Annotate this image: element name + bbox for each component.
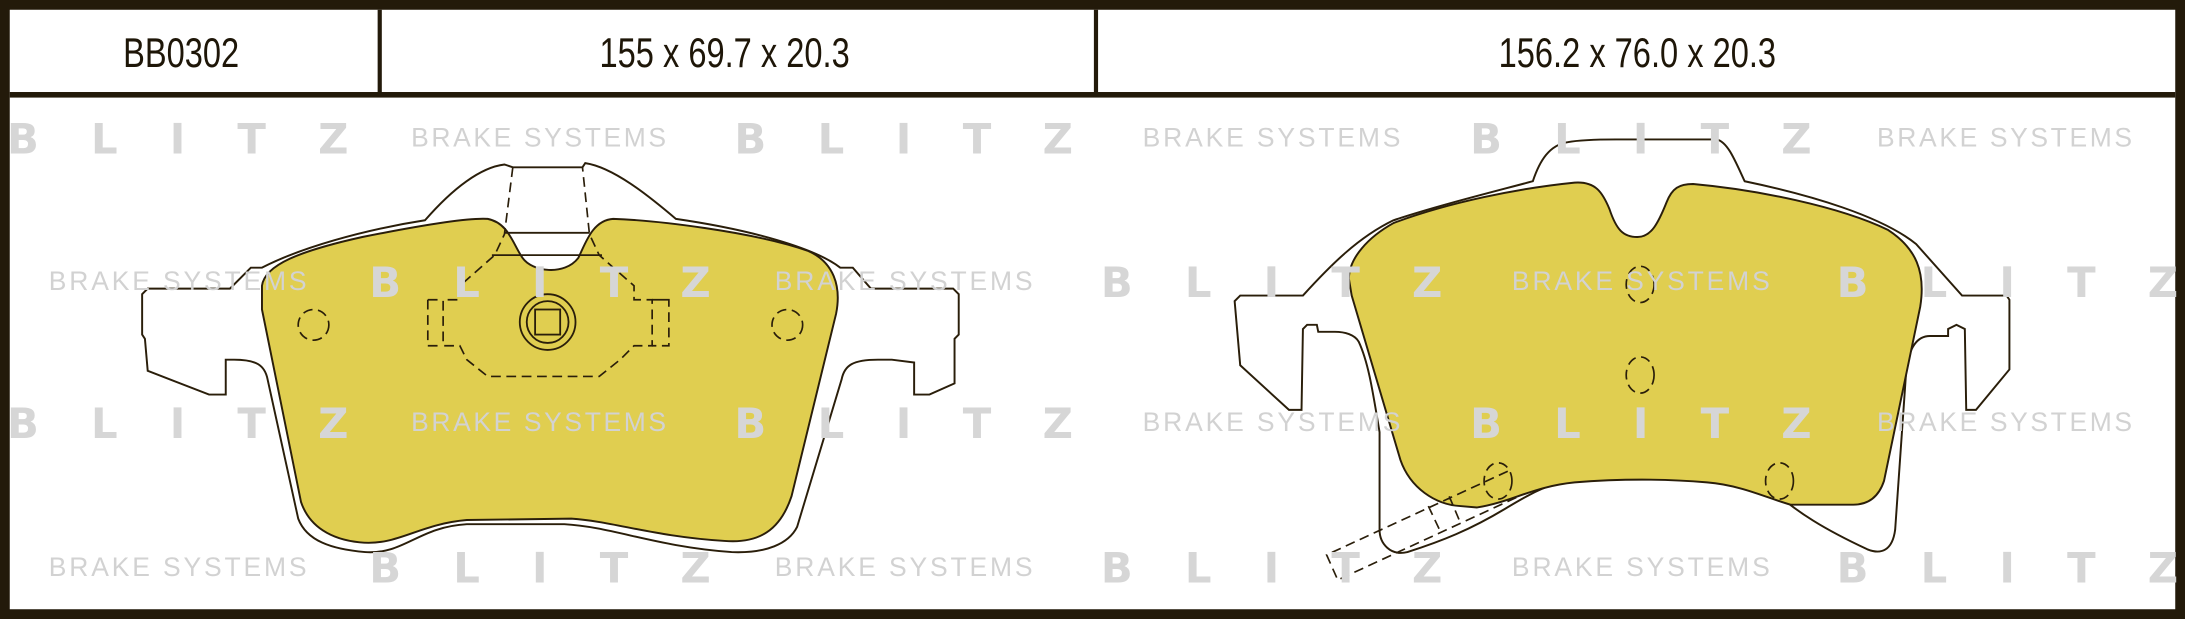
brake-pad-2: [1233, 138, 2011, 582]
cell-divider: [1093, 9, 1099, 94]
pad-1-dimensions: 155 x 69.7 x 20.3: [600, 29, 850, 76]
watermark-brand: B L I T Z: [1101, 544, 1442, 593]
pad-1-clip-bar: [491, 231, 602, 257]
watermark-tagline: BRAKE SYSTEMS: [1512, 552, 1770, 582]
watermark-tagline: BRAKE SYSTEMS: [1877, 122, 2132, 152]
watermark-tagline: BRAKE SYSTEMS: [1143, 407, 1401, 437]
watermark-brand: B L I T Z: [7, 399, 348, 448]
pad-2-rivet-hole: [1625, 356, 1655, 394]
pad-1-center-square: [534, 308, 562, 336]
watermark-brand: B L I T Z: [369, 544, 710, 593]
watermark-brand: B L I T Z: [1470, 399, 1811, 448]
pad-2-rivet-hole: [1764, 462, 1795, 500]
watermark-tagline: BRAKE SYSTEMS: [1143, 122, 1401, 152]
pad-1-clip-tab: [426, 298, 670, 347]
pad-2-rivet-hole: [1483, 462, 1513, 500]
pad-1-friction-material: [261, 217, 839, 544]
watermark-brand: B L I T Z: [369, 258, 710, 307]
pad-1-piston-ring: [518, 293, 577, 351]
brake-pad-1: [141, 162, 960, 554]
pad-1-rivet-hole: [297, 308, 330, 342]
watermark-brand: B L I T Z: [1837, 544, 2178, 593]
pad-1-spring-clip: [442, 167, 653, 378]
watermark-brand: B L I T Z: [1101, 258, 1442, 307]
pad-2-friction-material: [1347, 181, 1923, 509]
watermark-tagline: BRAKE SYSTEMS: [49, 552, 307, 582]
pad-2-dimensions: 156.2 x 76.0 x 20.3: [1499, 29, 1776, 76]
watermark-tagline: BRAKE SYSTEMS: [1512, 266, 1770, 296]
watermark-layer: B L I T Z BRAKE SYSTEMS B L I T Z BRAKE …: [7, 114, 2178, 592]
watermark-brand: B L I T Z: [734, 399, 1073, 448]
watermark-tagline: BRAKE SYSTEMS: [1877, 407, 2132, 437]
watermark-brand: B L I T Z: [734, 114, 1073, 163]
pad-1-piston-ring-inner: [525, 300, 570, 344]
watermark-brand: B L I T Z: [1470, 114, 1811, 163]
cell-divider: [377, 9, 382, 94]
watermark-tagline: BRAKE SYSTEMS: [775, 552, 1033, 582]
part-number: BB0302: [123, 29, 239, 76]
header-divider: [9, 92, 2176, 98]
pad-2-wear-sensor: [1325, 470, 1520, 582]
pad-2-rivet-hole: [1625, 265, 1655, 304]
watermark-tagline: BRAKE SYSTEMS: [411, 407, 666, 437]
watermark-tagline: BRAKE SYSTEMS: [49, 266, 307, 296]
watermark-tagline: BRAKE SYSTEMS: [411, 122, 666, 152]
watermark-brand: B L I T Z: [1837, 258, 2178, 307]
watermark-brand: B L I T Z: [7, 114, 348, 163]
pad-1-rivet-hole: [771, 308, 804, 342]
watermark-tagline: BRAKE SYSTEMS: [775, 266, 1033, 296]
